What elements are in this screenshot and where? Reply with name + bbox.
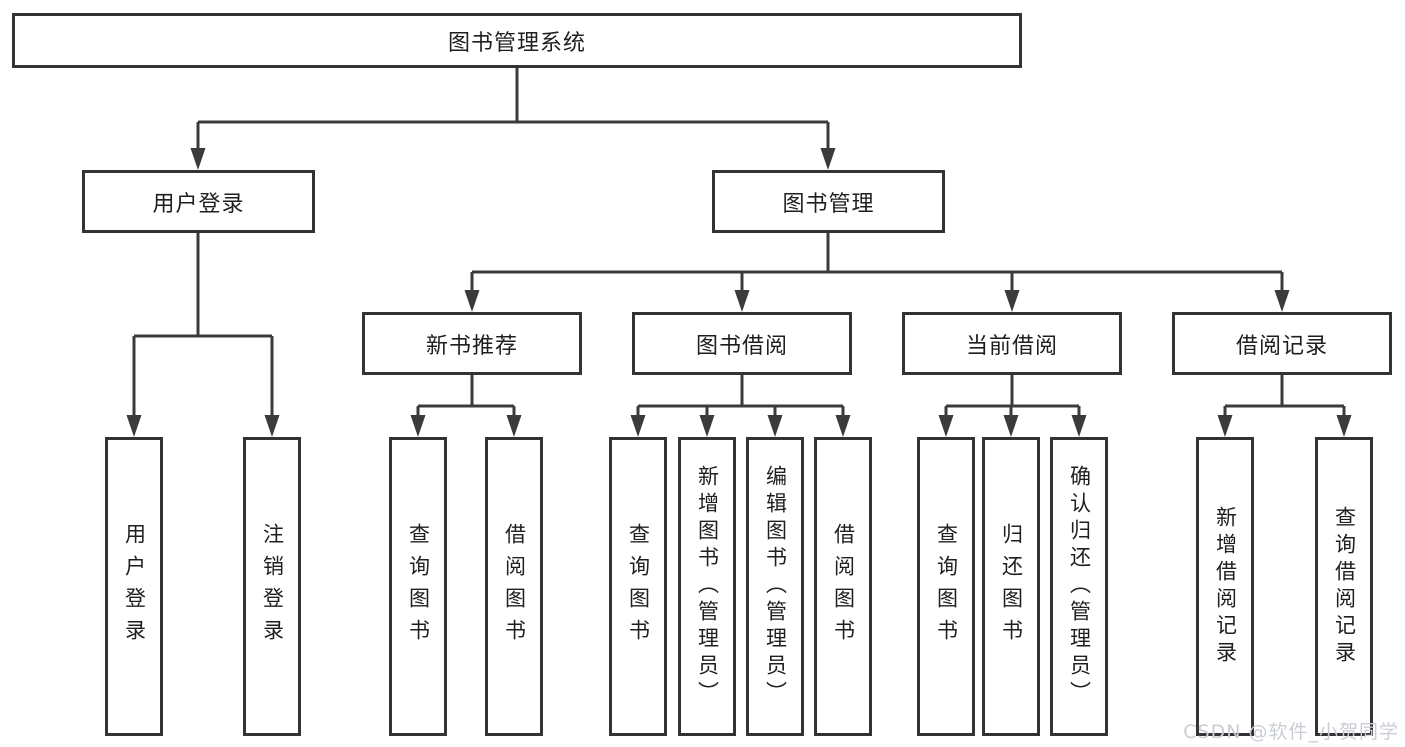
connector-path [944,375,1081,419]
connector-path [1223,375,1346,419]
node-label: 图书借阅 [695,333,788,359]
node-label: 新增图书（管理员） [695,465,720,708]
arrowhead-icon [734,290,750,312]
node-label: 借阅记录 [1235,333,1328,359]
arrowhead-icon [190,148,206,170]
node-label: 借阅图书 [831,522,856,651]
node-user-login-branch: 用户登录 [82,170,315,233]
arrowhead-icon [1071,415,1087,437]
connector-path [196,68,830,152]
node-leaf-user-login: 用户登录 [105,437,163,736]
node-leaf-query-books-2: 查询图书 [609,437,667,736]
node-system: 图书管理系统 [12,13,1022,68]
node-label: 用户登录 [122,522,147,651]
node-label: 图书管理 [782,191,875,217]
watermark: CSDN @软件_小贺同学 [1183,721,1399,743]
node-book-borrow: 图书借阅 [632,312,852,375]
connector-path [636,375,845,419]
node-label: 查询图书 [406,522,431,651]
node-label: 确认归还（管理员） [1067,465,1092,708]
arrowhead-icon [938,415,954,437]
arrowhead-icon [1336,415,1352,437]
node-leaf-add-book: 新增图书（管理员） [678,437,736,736]
arrowhead-icon [835,415,851,437]
arrowhead-icon [820,148,836,170]
arrowhead-icon [264,415,280,437]
node-label: 查询图书 [934,522,959,651]
node-label: 查询借阅记录 [1332,505,1357,668]
arrowhead-icon [464,290,480,312]
node-leaf-borrow-books-2: 借阅图书 [814,437,872,736]
node-label: 用户登录 [152,191,245,217]
arrowhead-icon [1003,415,1019,437]
node-leaf-query-books-1: 查询图书 [389,437,447,736]
arrowhead-icon [410,415,426,437]
arrowhead-icon [1004,290,1020,312]
node-leaf-edit-book: 编辑图书（管理员） [746,437,804,736]
node-borrow-records: 借阅记录 [1172,312,1392,375]
node-label: 借阅图书 [502,522,527,651]
arrowhead-icon [767,415,783,437]
node-leaf-query-borrow-rec: 查询借阅记录 [1315,437,1373,736]
node-leaf-add-borrow-rec: 新增借阅记录 [1196,437,1254,736]
arrowhead-icon [126,415,142,437]
node-label: 新增借阅记录 [1213,505,1238,668]
connector-path [470,233,1284,294]
arrowhead-icon [699,415,715,437]
node-label: 当前借阅 [965,333,1058,359]
node-label: 注销登录 [260,522,285,651]
connector-path [416,375,516,419]
arrowhead-icon [506,415,522,437]
node-label: 归还图书 [999,522,1024,651]
node-leaf-borrow-books-1: 借阅图书 [485,437,543,736]
node-book-management: 图书管理 [712,170,945,233]
node-label: 图书管理系统 [447,30,586,56]
node-label: 编辑图书（管理员） [763,465,788,708]
arrowhead-icon [630,415,646,437]
node-leaf-return-book: 归还图书 [982,437,1040,736]
node-label: 查询图书 [626,522,651,651]
arrowhead-icon [1274,290,1290,312]
node-leaf-confirm-return: 确认归还（管理员） [1050,437,1108,736]
node-new-book-recommend: 新书推荐 [362,312,582,375]
node-leaf-query-books-3: 查询图书 [917,437,975,736]
node-leaf-logout: 注销登录 [243,437,301,736]
node-current-borrow: 当前借阅 [902,312,1122,375]
arrowhead-icon [1217,415,1233,437]
node-label: 新书推荐 [425,333,518,359]
connector-path [132,233,274,419]
